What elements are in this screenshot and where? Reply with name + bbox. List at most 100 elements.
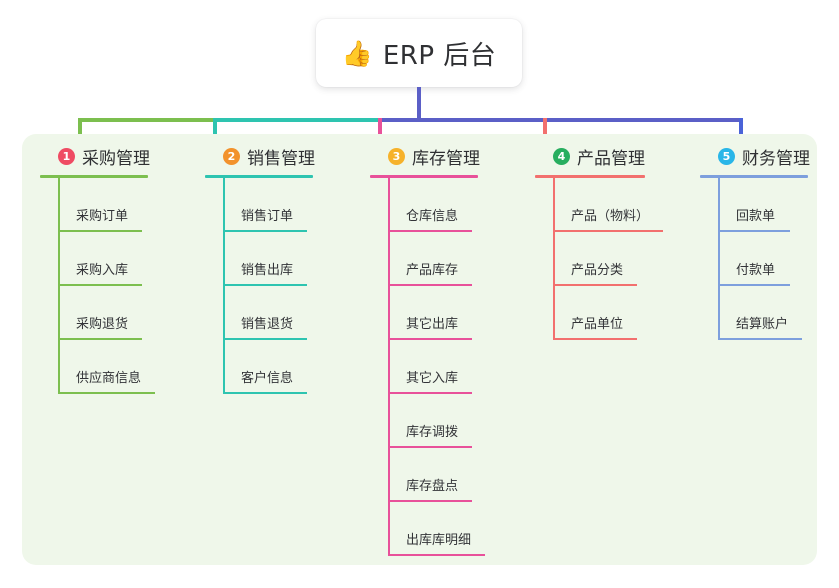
branch-rule-3 — [370, 175, 478, 178]
branch-title-5: 财务管理 — [742, 148, 810, 169]
connector-drop-1 — [78, 118, 82, 144]
branch-title-3: 库存管理 — [412, 148, 480, 169]
branch-item-rule — [388, 230, 472, 232]
branch-badge-1: 1 — [58, 147, 75, 165]
branch-badge-4: 4 — [553, 147, 570, 165]
branch-item-rule — [388, 554, 485, 556]
branch-rule-2 — [205, 175, 313, 178]
branch-item-label: 采购订单 — [76, 209, 129, 224]
branch-item[interactable]: 库存盘点 — [388, 448, 520, 502]
branch-items-4: 产品（物料） 产品分类产品单位 — [553, 178, 685, 340]
branch-items-5: 回款单付款单结算账户 — [718, 178, 818, 340]
branch-item[interactable]: 其它出库 — [388, 286, 520, 340]
branch-item-label: 产品库存 — [406, 263, 459, 278]
branch-spine-1 — [58, 178, 60, 394]
branch-item-label: 其它入库 — [406, 371, 459, 386]
branch-item[interactable]: 仓库信息 — [388, 178, 520, 232]
branch-rule-1 — [40, 175, 148, 178]
branch-item-label: 采购退货 — [76, 317, 129, 332]
branch-item[interactable]: 供应商信息 — [58, 340, 190, 394]
branch-item[interactable]: 产品单位 — [553, 286, 685, 340]
branch-header-5[interactable]: 5 财务管理 — [700, 144, 818, 169]
branch-rule-4 — [535, 175, 645, 178]
branch-header-2[interactable]: 2 销售管理 — [205, 144, 355, 169]
branch-item-label: 销售出库 — [241, 263, 294, 278]
branch-item[interactable]: 采购订单 — [58, 178, 190, 232]
branch-item-rule — [58, 392, 155, 394]
branch-item-label: 销售订单 — [241, 209, 294, 224]
branch-item[interactable]: 销售订单 — [223, 178, 355, 232]
connector-trunk — [417, 87, 421, 122]
branch-item-label: 采购入库 — [76, 263, 129, 278]
branch-item-label: 其它出库 — [406, 317, 459, 332]
connector-drop-5 — [739, 118, 743, 144]
branch-item-label: 客户信息 — [241, 371, 294, 386]
branch-item-rule — [223, 230, 307, 232]
branch-item[interactable]: 销售出库 — [223, 232, 355, 286]
root-node[interactable]: 👍 ERP 后台 — [316, 19, 522, 87]
branch-item[interactable]: 产品（物料） — [553, 178, 685, 232]
branch-items-1: 采购订单采购入库采购退货供应商信息 — [58, 178, 190, 394]
branch-column-1: 1 采购管理采购订单采购入库采购退货供应商信息 — [40, 144, 190, 394]
branch-item-rule — [58, 338, 142, 340]
branch-badge-2: 2 — [223, 147, 240, 165]
connector-bus-purple — [378, 118, 741, 122]
branch-badge-3: 3 — [388, 147, 405, 165]
branch-header-1[interactable]: 1 采购管理 — [40, 144, 190, 169]
branch-item-rule — [718, 338, 802, 340]
branch-item[interactable]: 回款单 — [718, 178, 818, 232]
branch-header-3[interactable]: 3 库存管理 — [370, 144, 520, 169]
branch-item[interactable]: 客户信息 — [223, 340, 355, 394]
branch-spine-2 — [223, 178, 225, 394]
branch-item-rule — [388, 392, 472, 394]
branch-item-label: 销售退货 — [241, 317, 294, 332]
root-title: ERP 后台 — [382, 40, 497, 71]
branch-item[interactable]: 产品分类 — [553, 232, 685, 286]
branch-spine-3 — [388, 178, 390, 556]
branch-spine-5 — [718, 178, 720, 340]
branch-item-rule — [223, 338, 307, 340]
branch-item[interactable]: 产品库存 — [388, 232, 520, 286]
branch-spine-4 — [553, 178, 555, 340]
connector-drop-3 — [378, 118, 382, 144]
branch-item[interactable]: 付款单 — [718, 232, 818, 286]
branch-column-4: 4 产品管理产品（物料） 产品分类产品单位 — [535, 144, 685, 340]
branch-item-label: 库存调拨 — [406, 425, 459, 440]
branch-item-label: 库存盘点 — [406, 479, 459, 494]
branch-item[interactable]: 销售退货 — [223, 286, 355, 340]
branches-panel — [22, 134, 817, 565]
branch-title-2: 销售管理 — [247, 148, 315, 169]
branch-items-3: 仓库信息产品库存其它出库其它入库库存调拨库存盘点出库库明细 — [388, 178, 520, 556]
branch-items-2: 销售订单销售出库销售退货客户信息 — [223, 178, 355, 394]
branch-item-label: 出库库明细 — [406, 533, 472, 548]
connector-bus-green — [78, 118, 213, 122]
branch-item[interactable]: 出库库明细 — [388, 502, 520, 556]
branch-item[interactable]: 库存调拨 — [388, 394, 520, 448]
branch-item-label: 供应商信息 — [76, 371, 142, 386]
branch-item-label: 产品分类 — [571, 263, 624, 278]
branch-item-label: 仓库信息 — [406, 209, 459, 224]
branch-title-4: 产品管理 — [577, 148, 645, 169]
branch-item[interactable]: 其它入库 — [388, 340, 520, 394]
branch-column-3: 3 库存管理仓库信息产品库存其它出库其它入库库存调拨库存盘点出库库明细 — [370, 144, 520, 556]
branch-rule-5 — [700, 175, 808, 178]
branch-item-rule — [223, 284, 307, 286]
thumbs-up-icon: 👍 — [341, 38, 373, 68]
branch-column-5: 5 财务管理回款单付款单结算账户 — [700, 144, 818, 340]
branch-item-rule — [553, 230, 663, 232]
branch-item-label: 产品单位 — [571, 317, 624, 332]
branch-item-label: 结算账户 — [736, 317, 789, 332]
branch-item[interactable]: 结算账户 — [718, 286, 818, 340]
branch-title-1: 采购管理 — [82, 148, 150, 169]
branch-item[interactable]: 采购入库 — [58, 232, 190, 286]
branch-header-4[interactable]: 4 产品管理 — [535, 144, 685, 169]
branch-item-rule — [388, 446, 472, 448]
branch-item-rule — [553, 284, 637, 286]
connector-bus-teal — [213, 118, 378, 122]
branch-item-rule — [223, 392, 307, 394]
branch-item[interactable]: 采购退货 — [58, 286, 190, 340]
branch-item-rule — [58, 230, 142, 232]
branch-item-rule — [388, 338, 472, 340]
branch-badge-5: 5 — [718, 147, 735, 165]
branch-item-label: 付款单 — [736, 263, 776, 278]
